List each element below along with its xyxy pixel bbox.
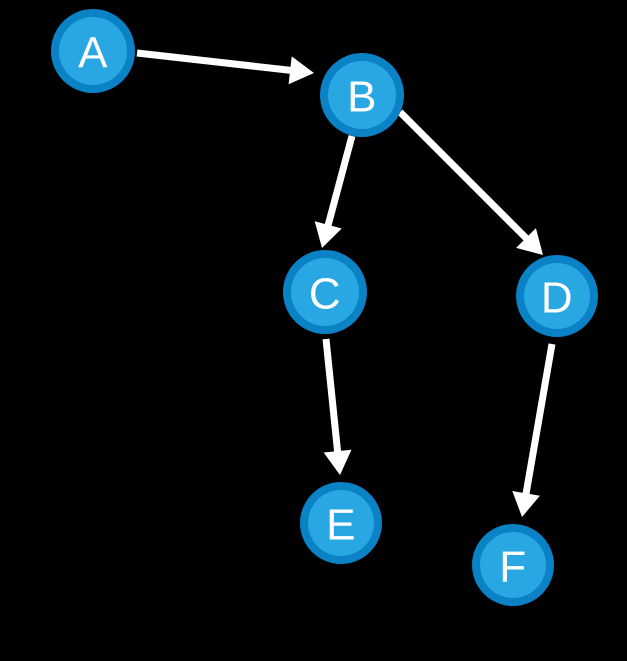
arrowhead-icon	[516, 228, 543, 255]
edge-line	[522, 343, 556, 496]
node-body	[480, 532, 546, 598]
edge-B-D	[397, 109, 543, 255]
edge-A-B	[136, 49, 314, 85]
node-E: E	[300, 482, 382, 564]
edge-B-C	[314, 135, 356, 248]
node-label: F	[499, 542, 526, 591]
node-D: D	[516, 255, 598, 337]
edge-C-E	[322, 338, 352, 475]
arrowhead-icon	[323, 449, 352, 475]
node-body	[328, 61, 396, 129]
node-B: B	[320, 53, 404, 137]
node-label: B	[347, 72, 377, 121]
node-body	[524, 263, 590, 329]
node-label: E	[326, 500, 356, 549]
node-C: C	[283, 250, 367, 334]
node-body	[308, 490, 374, 556]
edge-line	[136, 49, 293, 75]
node-label: A	[78, 28, 108, 77]
arrowhead-icon	[314, 221, 342, 248]
edge-D-F	[512, 343, 556, 517]
node-label: C	[309, 269, 341, 318]
node-F: F	[472, 524, 554, 606]
node-body	[59, 17, 127, 85]
arrowhead-icon	[288, 56, 314, 85]
node-body	[291, 258, 359, 326]
edge-line	[324, 135, 356, 228]
node-A: A	[51, 9, 135, 93]
edge-line	[322, 338, 342, 454]
edge-line	[397, 109, 530, 242]
node-label: D	[541, 273, 573, 322]
arrowhead-icon	[512, 490, 540, 517]
